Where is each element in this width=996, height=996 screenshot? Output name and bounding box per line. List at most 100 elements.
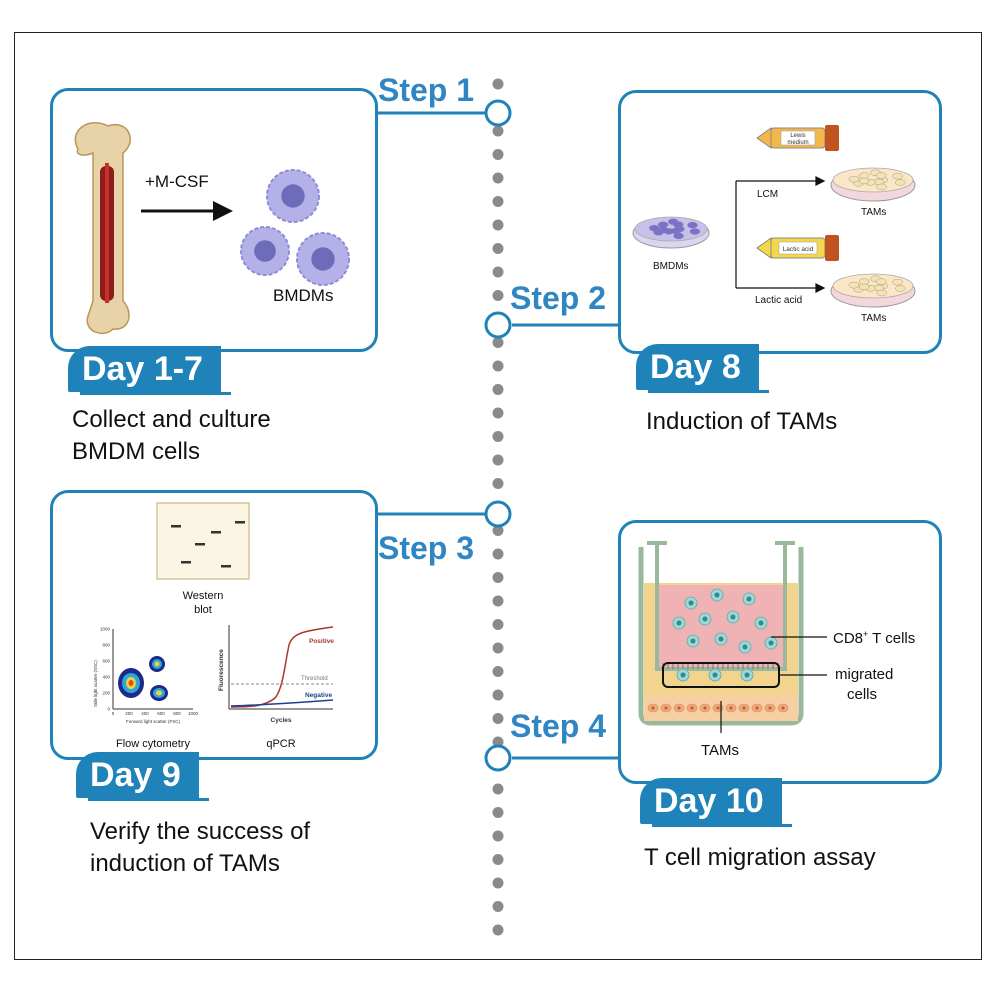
- t-cell-nucleus: [702, 616, 708, 622]
- timeline-dot: [492, 901, 504, 912]
- dish-cell: [689, 228, 701, 235]
- bmdms-source-label: BMDMs: [653, 261, 689, 272]
- bmdm-nucleus: [254, 240, 276, 262]
- flow-xtick: 800: [173, 711, 181, 716]
- caption-step1-line2: BMDM cells: [72, 438, 201, 465]
- dish-cell: [876, 172, 887, 179]
- bmdm-cells-icon: [240, 169, 350, 286]
- bmdm-dish-icon: [632, 216, 710, 249]
- flow-ytick: 1000: [100, 627, 111, 632]
- timeline-dot: [492, 713, 504, 724]
- dish-cell: [892, 172, 903, 180]
- qpcr-plot: Fluorescence Cycles Positive Threshold N…: [218, 625, 334, 724]
- timeline-dot: [492, 478, 504, 489]
- day-badge-4: Day 10: [640, 778, 792, 827]
- tam-nucleus: [768, 706, 772, 710]
- flow-ytick: 600: [102, 659, 110, 664]
- timeline-dot: [492, 689, 504, 701]
- caption-step3-line2: induction of TAMs: [90, 850, 280, 877]
- arrow-icon: [141, 201, 233, 221]
- dish-cell: [848, 175, 860, 183]
- tam-nucleus: [651, 706, 655, 710]
- dish-cell: [895, 179, 906, 186]
- dish-cell: [858, 177, 870, 185]
- t-cell-nucleus: [690, 638, 696, 644]
- flow-ytick: 400: [102, 675, 110, 680]
- panel-step1: +M-CSF BMDMs: [50, 88, 378, 352]
- migration-assay-illustration: CD8+ T cells migrated cells TAMs: [638, 541, 915, 759]
- tam-nucleus: [729, 706, 733, 710]
- caption-step2: Induction of TAMs: [646, 408, 838, 435]
- day-badge-2: Day 8: [636, 344, 769, 393]
- bmdm-nucleus: [281, 184, 305, 208]
- caption-step4: T cell migration assay: [644, 844, 876, 871]
- panel-step2: Lewis medium Lactic acid BMDMs LCM Lacti…: [618, 90, 942, 354]
- western-label-2: blot: [194, 604, 212, 616]
- timeline-dot: [492, 572, 504, 583]
- dish-cell: [649, 224, 660, 232]
- panel-step4: CD8+ T cells migrated cells TAMs: [618, 520, 942, 784]
- timeline-dot: [492, 149, 504, 160]
- lactic-acid-tube-icon: Lactic acid: [756, 235, 839, 261]
- bmdms-label: BMDMs: [273, 286, 333, 305]
- day-badge-1: Day 1-7: [68, 346, 231, 395]
- tams-label-2: TAMs: [861, 313, 886, 324]
- t-cell-nucleus: [758, 620, 764, 626]
- flow-population-1: [118, 668, 144, 698]
- timeline-dot: [492, 807, 504, 818]
- step-2-label: Step 2: [510, 280, 607, 316]
- mcsf-label: +M-CSF: [145, 172, 209, 191]
- ring-step4: [484, 744, 512, 772]
- timeline-dot: [492, 125, 504, 137]
- svg-text:Lactic acid: Lactic acid: [783, 246, 814, 253]
- tam-nucleus: [742, 706, 746, 710]
- tam-nucleus: [677, 706, 681, 710]
- flow-ytick: 200: [102, 691, 110, 696]
- dish-cell: [876, 278, 887, 285]
- tam-nucleus: [664, 706, 668, 710]
- timeline-dot: [492, 548, 504, 560]
- t-cell-nucleus: [746, 596, 752, 602]
- step-1-label: Step 1: [378, 72, 475, 108]
- dish-cell: [876, 183, 887, 191]
- timeline-dot: [492, 360, 504, 372]
- tams-label-1: TAMs: [861, 207, 886, 218]
- dish-cell: [848, 281, 860, 289]
- negative-label: Negative: [305, 692, 332, 699]
- timeline-dot: [492, 619, 504, 630]
- flow-xlabel: Forward light scatter (FSC): [126, 719, 181, 724]
- timeline-dot: [492, 454, 504, 466]
- migrated-label-1: migrated: [835, 666, 893, 683]
- t-cell-nucleus: [768, 640, 774, 646]
- flow-xtick: 400: [141, 711, 149, 716]
- ring-step1: [484, 99, 512, 127]
- step-3-label: Step 3: [378, 530, 475, 566]
- tam-nucleus: [781, 706, 785, 710]
- timeline-dot: [492, 924, 504, 936]
- t-cell-nucleus: [742, 644, 748, 650]
- timeline-dot: [492, 337, 504, 348]
- timeline-dot: [492, 384, 504, 395]
- tam-dish-2-icon: [830, 273, 916, 308]
- timeline-dot: [492, 595, 504, 607]
- t-cell-nucleus: [730, 614, 736, 620]
- dish-cell: [892, 278, 903, 286]
- flow-ytick: 0: [107, 707, 110, 712]
- timeline-dot: [492, 196, 504, 207]
- timeline-dot: [492, 783, 504, 795]
- lcm-label: LCM: [757, 189, 778, 200]
- bmdm-nucleus: [311, 247, 335, 271]
- caption-step3-line1: Verify the success of: [90, 818, 311, 845]
- lewis-medium-tube-icon: Lewis medium: [756, 125, 839, 151]
- t-cell-nucleus: [676, 620, 682, 626]
- caption-step1-line1: Collect and culture: [72, 406, 271, 433]
- timeline-dot: [492, 266, 504, 278]
- western-blot-icon: [156, 502, 250, 580]
- svg-text:medium: medium: [787, 140, 808, 146]
- dish-cell: [895, 285, 906, 292]
- dish-cell: [858, 283, 870, 291]
- tam-nucleus: [755, 706, 759, 710]
- timeline-dot: [492, 78, 504, 90]
- timeline-dot: [492, 525, 504, 536]
- tams-label: TAMs: [701, 742, 739, 759]
